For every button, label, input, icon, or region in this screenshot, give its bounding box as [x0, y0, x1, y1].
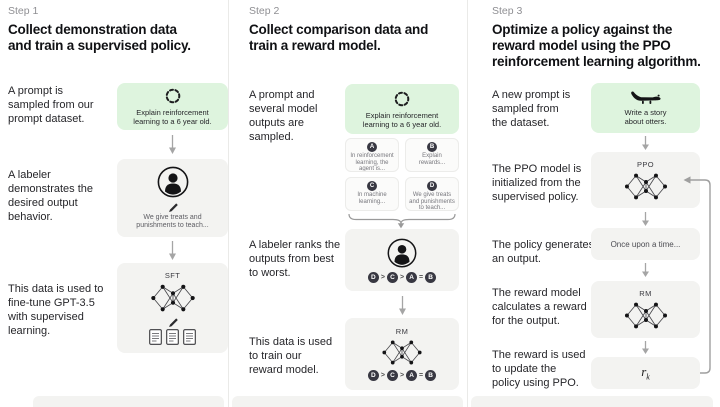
output-card-text: Explain rewards... — [418, 153, 446, 166]
rank-circle: C — [386, 370, 398, 381]
output-card-c: C In machine learning... — [345, 177, 399, 211]
down-arrow-icon — [642, 212, 649, 226]
otter-icon — [630, 91, 661, 104]
down-arrow-icon — [169, 135, 176, 154]
rank-separator: = — [419, 372, 424, 379]
pencil-icon — [168, 318, 178, 327]
ranking: D> C> A= B — [367, 370, 437, 381]
rank-circle: B — [425, 370, 437, 381]
step2-label: Step 2 — [249, 5, 280, 17]
document-icon — [183, 329, 196, 345]
column-divider — [228, 0, 229, 407]
bottom-band — [471, 396, 713, 407]
output-card-b: B Explain rewards... — [405, 138, 459, 172]
step1-title: Collect demonstration data and train a s… — [8, 22, 191, 53]
neural-net-icon — [382, 340, 422, 365]
output-letter-badge: B — [427, 142, 437, 152]
down-arrow-icon — [642, 263, 649, 277]
neural-net-icon — [150, 284, 195, 312]
curly-brace-icon — [348, 213, 456, 229]
output-card-text: In reinforcement learning, the agent is.… — [350, 153, 394, 172]
rm-model-label: RM — [395, 327, 409, 336]
rank-separator: > — [399, 372, 405, 379]
ranking: D> C> A= B — [367, 271, 437, 283]
rank-separator: = — [419, 273, 424, 281]
output-card-a: A In reinforcement learning, the agent i… — [345, 138, 399, 172]
down-arrow-icon — [642, 341, 649, 354]
document-icon — [149, 329, 162, 345]
sample-icon — [165, 88, 180, 104]
policy-output-text: Once upon a time... — [610, 239, 681, 249]
rm-model-label: RM — [639, 289, 652, 298]
neural-net-icon — [624, 302, 667, 329]
step1-label: Step 1 — [8, 5, 39, 17]
labeler-icon — [387, 238, 417, 267]
rank-separator: > — [380, 372, 385, 379]
labeler-icon — [157, 166, 188, 197]
rank-separator: > — [399, 273, 405, 281]
output-letter-badge: D — [427, 181, 437, 191]
step3-label: Step 3 — [492, 5, 523, 17]
output-letter-badge: C — [367, 181, 377, 191]
step3-reward-box: rk — [591, 357, 700, 389]
feedback-loop-arrow-icon — [683, 176, 711, 374]
step1-sft-box: SFT — [117, 263, 228, 353]
output-card-text: We give treats and punishments to teach.… — [409, 192, 455, 211]
rank-circle: C — [386, 271, 398, 283]
rank-circle: A — [406, 271, 418, 283]
step2-rm-box: RM D> C> A= B — [345, 318, 459, 390]
column-divider — [467, 0, 468, 407]
document-icon — [166, 329, 179, 345]
rank-circle: A — [406, 370, 418, 381]
bottom-band — [232, 396, 463, 407]
rank-circle: B — [425, 271, 437, 283]
rank-separator: > — [380, 273, 385, 281]
step2-labeler-box: D> C> A= B — [345, 229, 459, 291]
rank-circle: D — [367, 271, 379, 283]
output-card-d: D We give treats and punishments to teac… — [405, 177, 459, 211]
bottom-band — [33, 396, 224, 407]
sample-icon — [394, 91, 410, 106]
output-card-text: In machine learning... — [357, 192, 387, 205]
neural-net-icon — [624, 173, 667, 199]
output-letter-badge: A — [367, 142, 377, 152]
pencil-icon — [168, 202, 178, 212]
rank-circle: D — [367, 370, 379, 381]
down-arrow-icon — [642, 136, 649, 150]
ppo-model-label: PPO — [636, 159, 655, 169]
step3-ppo-box: PPO — [591, 152, 700, 208]
sft-model-label: SFT — [164, 271, 181, 280]
step3-output-box: Once upon a time... — [591, 228, 700, 260]
down-arrow-icon — [399, 296, 406, 315]
down-arrow-icon — [169, 241, 176, 260]
step3-rm-box: RM — [591, 281, 700, 338]
reward-symbol: rk — [641, 364, 650, 382]
documents-row — [149, 329, 196, 345]
